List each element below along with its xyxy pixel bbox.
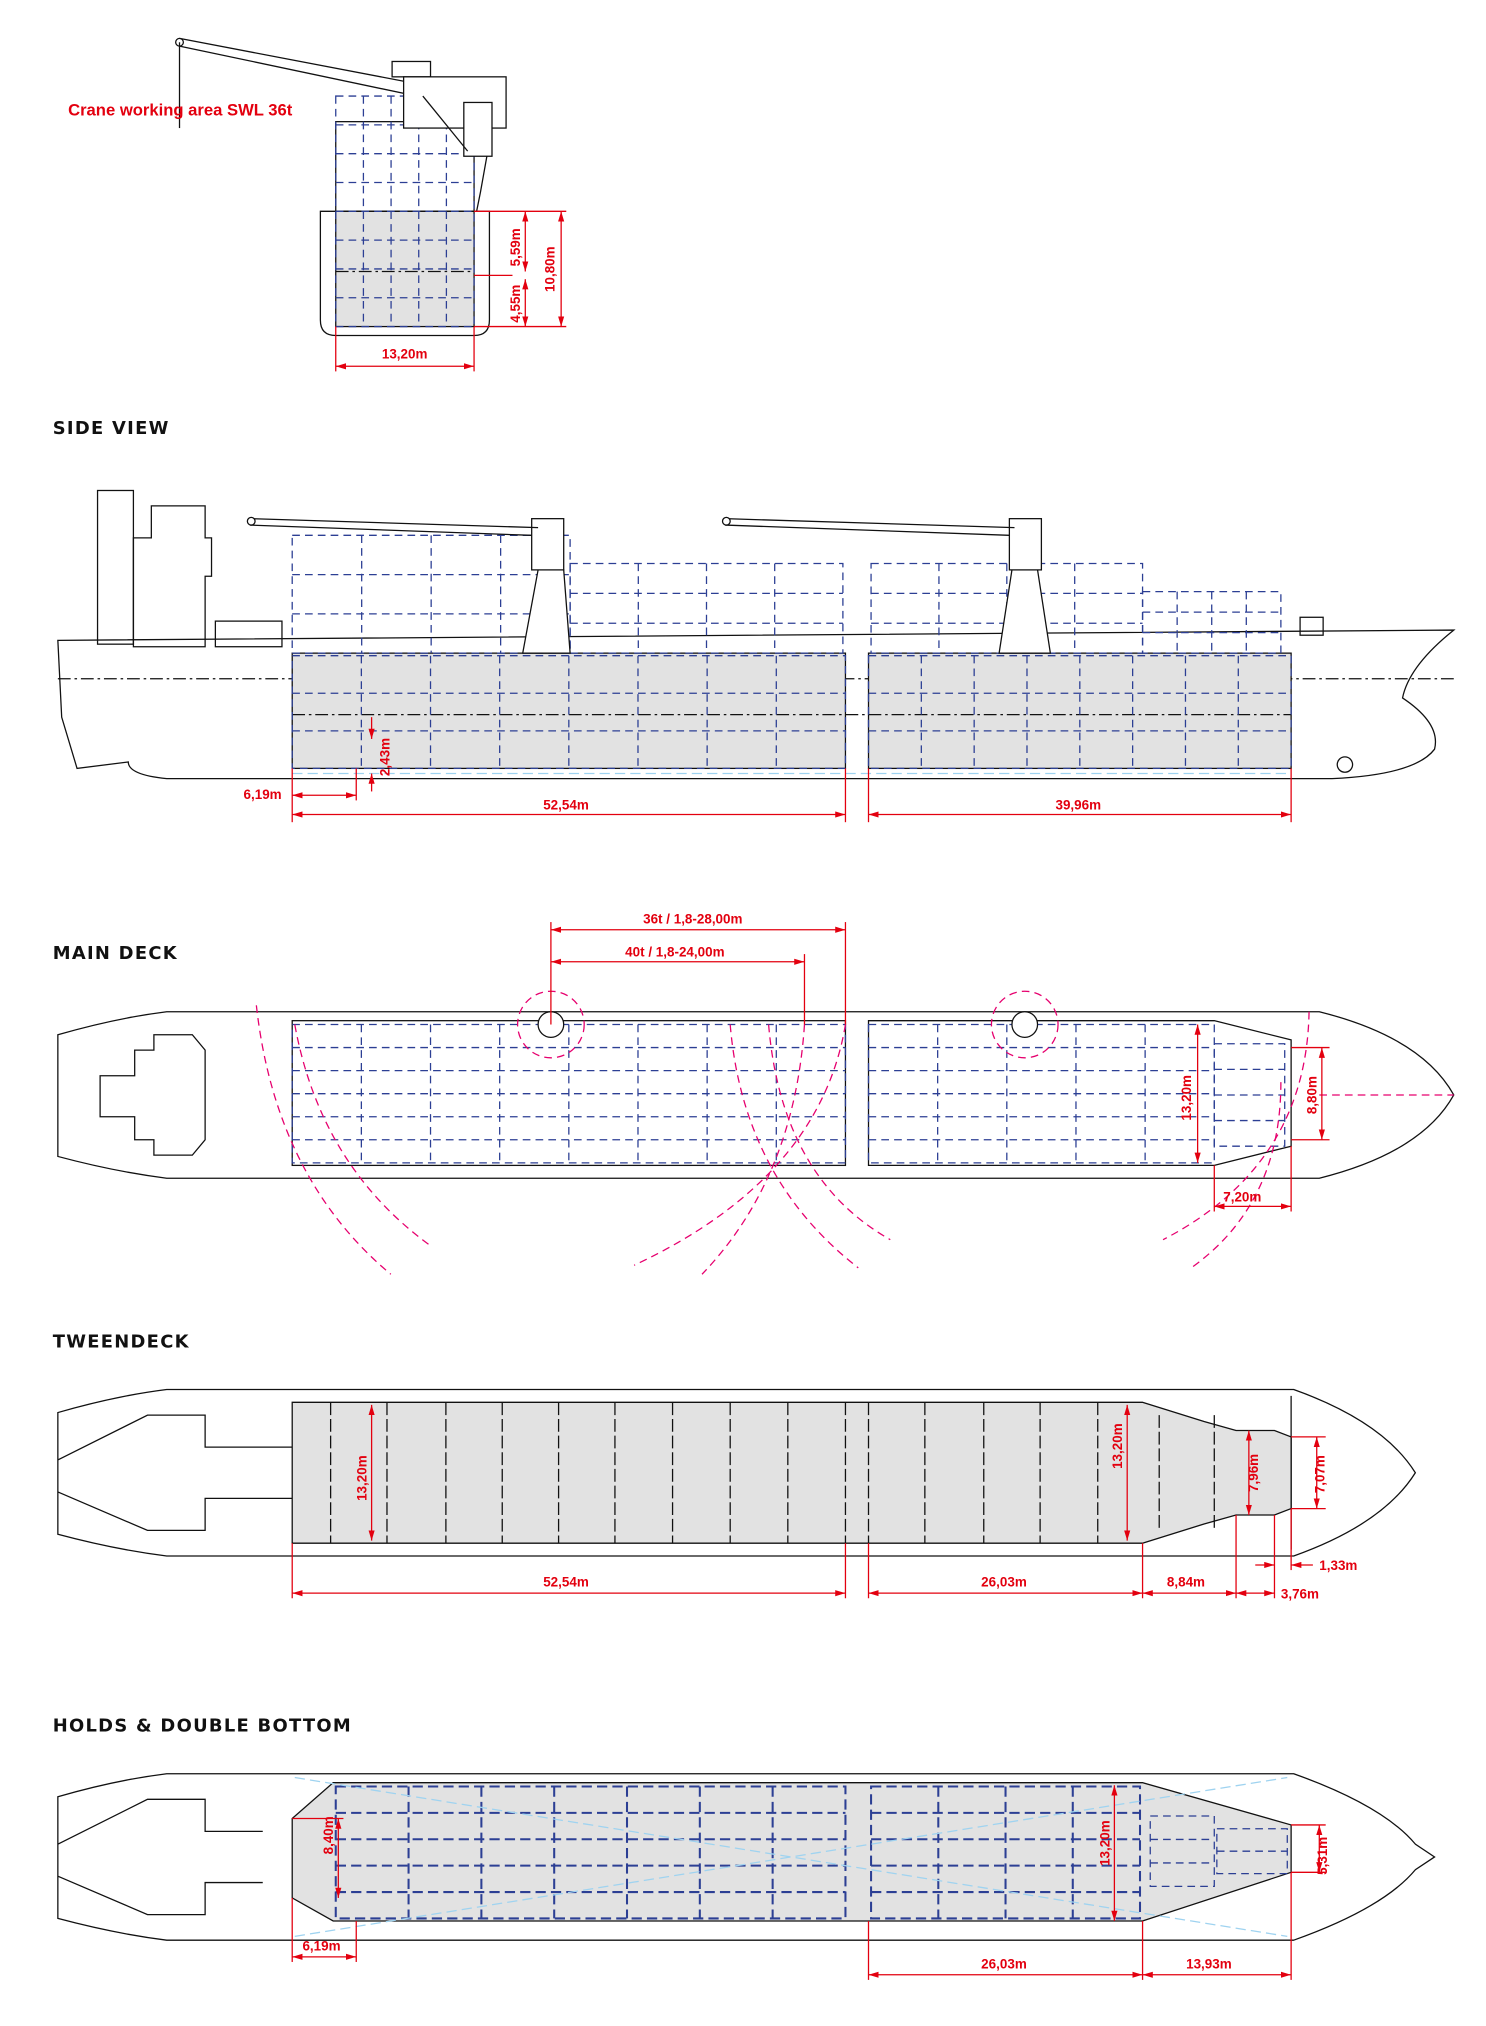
side-view-title: SIDE VIEW [53,418,170,439]
dim-holds-hold2-length: 26,03m [981,1956,1027,1971]
frame-line [294,1776,1288,1937]
holds-title: HOLDS & DOUBLE BOTTOM [53,1715,352,1736]
midship-section: Crane working area SWL 36t 5,59m 4,55m 1… [68,37,567,372]
tweendeck-plan: 13,20m 13,20m 7,96m 7,07m 52,54m 26,03m … [57,1388,1417,1601]
dim-holds-taper-length: 13,93m [1186,1956,1232,1971]
dim-tween-taper-length: 8,84m [1167,1575,1205,1590]
dim-upper-height: 5,59m [508,228,523,266]
dim-tween-hold2-length: 26,03m [981,1575,1027,1590]
dim-side-hold1-length: 52,54m [543,797,589,812]
dim-holds-aft-width: 8,40m [321,1816,336,1854]
main-deck-plan: 36t / 1,8-28,00m 40t / 1,8-24,00m 13,20m… [57,911,1455,1275]
dim-section-width: 13,20m [382,347,428,362]
dim-crane-40t-reach: 40t / 1,8-24,00m [625,945,724,960]
dim-tween-height: 2,43m [378,738,393,776]
deck-container-block [1213,1043,1286,1147]
dim-fwd-length: 7,20m [1223,1189,1261,1204]
holds-plan: 8,40m 13,20m 5,31m 6,19m 26,03m 13,93m [57,1773,1436,1980]
side-view: 6,19m 2,43m 52,54m 39,96m [57,489,1456,823]
dim-tween-hold1-length: 52,54m [543,1575,589,1590]
dim-holds-fwd-width: 13,20m [1097,1820,1112,1866]
dim-lower-height: 4,55m [508,285,523,323]
dim-tween-fwd-width: 13,20m [1110,1423,1125,1469]
dim-tween-taper-width: 7,96m [1246,1454,1261,1492]
crane-icon-aft [246,516,571,654]
crane-icon-fwd [721,516,1052,654]
crane-icon [175,37,507,212]
dim-tween-end-length: 1,33m [1319,1558,1357,1573]
dim-hatch-width: 13,20m [1179,1075,1194,1121]
dim-holds-aft-offset: 6,19m [302,1938,340,1953]
dim-side-aft-offset: 6,19m [244,787,282,802]
deck-container-block [1141,591,1282,654]
dim-crane-36t-reach: 36t / 1,8-28,00m [643,911,742,926]
dim-fwd-width: 8,80m [1305,1076,1320,1114]
hold-container-block [1149,1815,1215,1888]
main-deck-title: MAIN DECK [53,943,178,964]
tweendeck-title: TWEENDECK [53,1331,190,1352]
dim-holds-end-width: 5,31m [1315,1837,1330,1875]
dim-tween-end-width: 7,07m [1312,1455,1327,1493]
deck-container-block [569,562,844,654]
crane-pedestal-icon [1011,1011,1039,1038]
dim-tween-step-length: 3,76m [1281,1586,1319,1601]
dim-side-hold2-length: 39,96m [1055,797,1101,812]
crane-working-area-label: Crane working area SWL 36t [68,100,293,119]
dim-tween-aft-width: 13,20m [354,1455,369,1501]
frame-line [294,1776,1288,1937]
dim-total-height: 10,80m [543,246,558,292]
